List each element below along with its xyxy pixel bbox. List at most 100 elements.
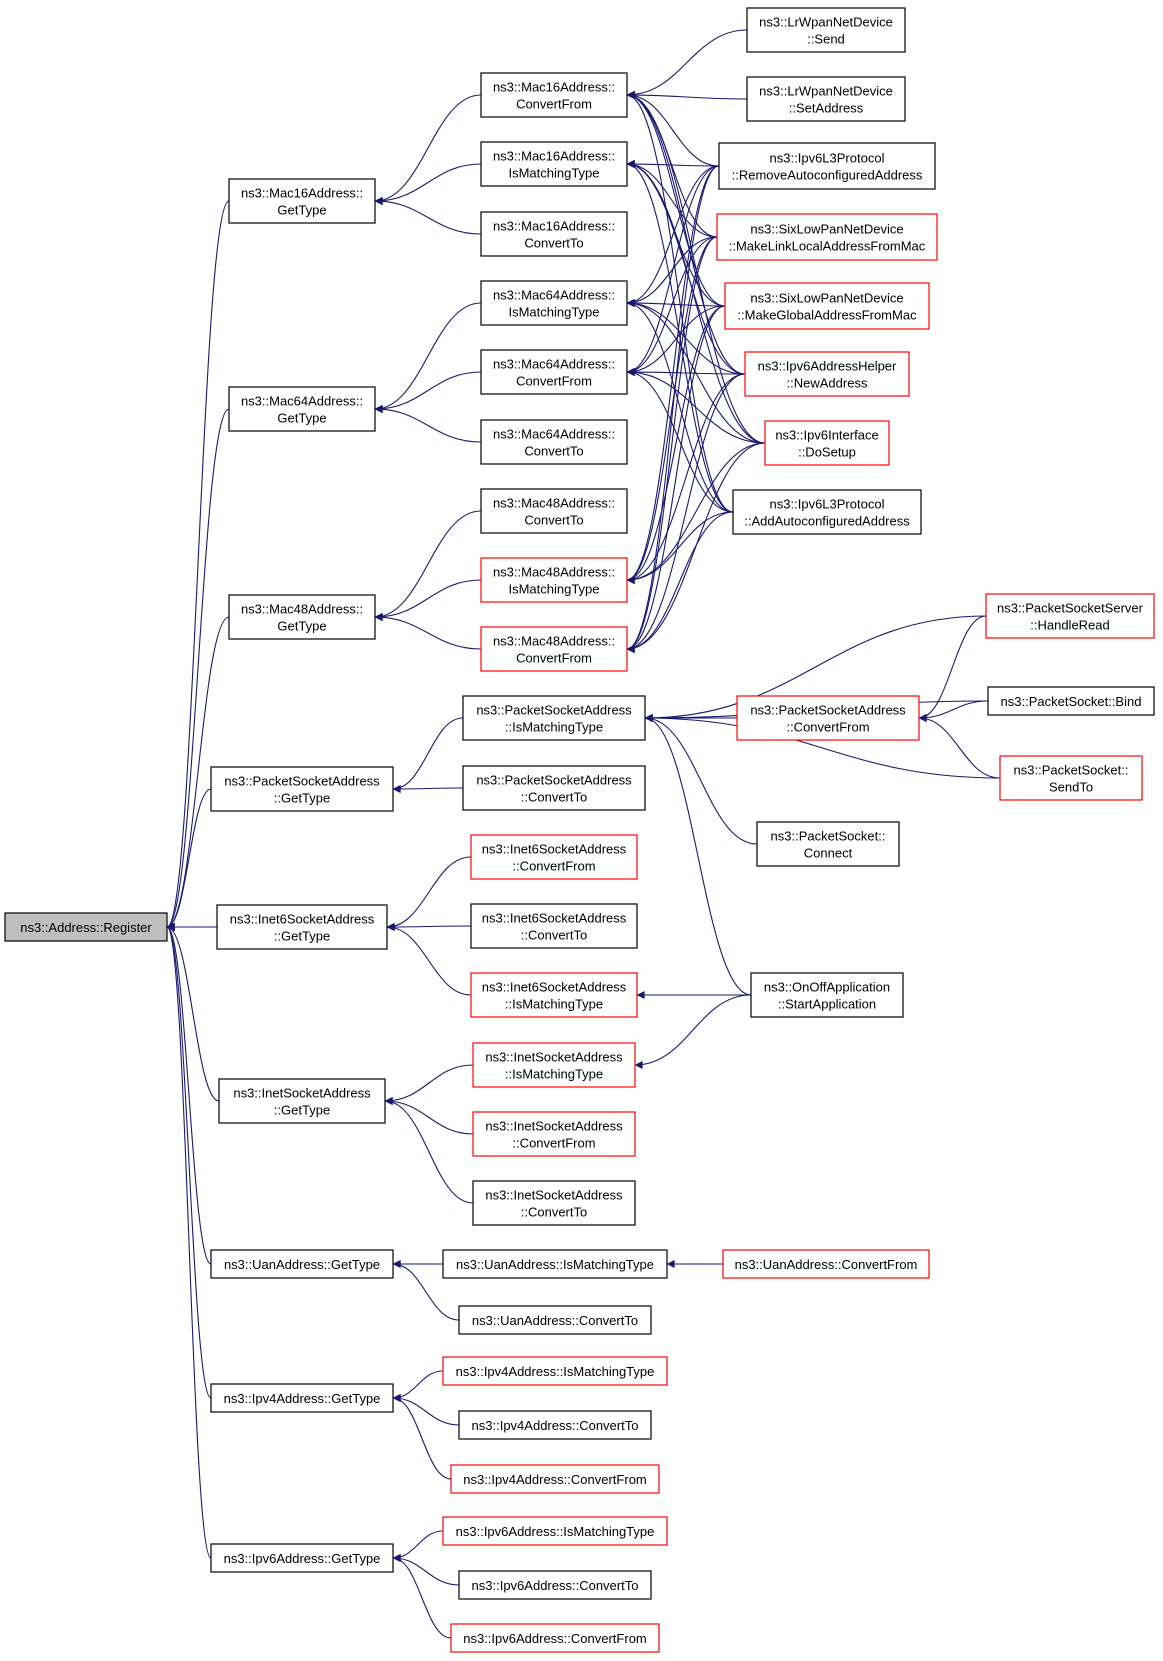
node-inet6-convertto[interactable]: ns3::Inet6SocketAddress::ConvertTo — [470, 903, 638, 949]
node-label: ns3::Ipv6Interface — [775, 428, 878, 443]
node-ps-bind[interactable]: ns3::PacketSocket::Bind — [987, 686, 1155, 716]
edge-ipv4_convertto-to-ipv4_gettype — [392, 1394, 460, 1426]
node-label: ns3::Ipv6L3Protocol — [770, 151, 885, 166]
node-label: ns3::SixLowPanNetDevice — [750, 291, 903, 306]
edge-mac48_convertfrom-to-mac48_gettype — [374, 613, 482, 650]
node-mac48-convertto[interactable]: ns3::Mac48Address::ConvertTo — [480, 488, 628, 534]
node-box — [746, 7, 906, 53]
node-label: ns3::SixLowPanNetDevice — [750, 222, 903, 237]
node-psa-ismatching[interactable]: ns3::PacketSocketAddress::IsMatchingType — [462, 695, 646, 741]
node-ipv6l3-add[interactable]: ns3::Ipv6L3Protocol::AddAutoconfiguredAd… — [732, 489, 922, 535]
node-psa-gettype[interactable]: ns3::PacketSocketAddress::GetType — [210, 766, 394, 812]
node-inet6-gettype[interactable]: ns3::Inet6SocketAddress::GetType — [216, 904, 388, 950]
edge-ipv4_gettype-to-register — [166, 923, 212, 1399]
node-inet6-convertfrom[interactable]: ns3::Inet6SocketAddress::ConvertFrom — [470, 834, 638, 880]
edge-ipv6l3_remove-to-mac64_ismatching — [626, 165, 720, 307]
node-ipv4-gettype[interactable]: ns3::Ipv4Address::GetType — [210, 1383, 394, 1413]
node-ipv6helper-newaddress[interactable]: ns3::Ipv6AddressHelper::NewAddress — [744, 351, 910, 397]
node-mac48-ismatching[interactable]: ns3::Mac48Address::IsMatchingType — [480, 557, 628, 603]
node-ipv6interface-dosetup[interactable]: ns3::Ipv6Interface::DoSetup — [764, 420, 890, 466]
edge-psa_convertto-to-psa_gettype — [392, 784, 464, 793]
node-box — [716, 213, 938, 261]
node-inet-convertto[interactable]: ns3::InetSocketAddress::ConvertTo — [472, 1180, 636, 1226]
node-label: ns3::UanAddress::GetType — [224, 1257, 380, 1272]
node-label: ns3::PacketSocketAddress — [224, 774, 380, 789]
node-label: IsMatchingType — [508, 305, 599, 320]
node-onoff-start[interactable]: ns3::OnOffApplication::StartApplication — [750, 972, 904, 1018]
node-label: ns3::Mac64Address:: — [241, 394, 363, 409]
node-ipv4-ismatching[interactable]: ns3::Ipv4Address::IsMatchingType — [442, 1356, 668, 1386]
edge-sixlowpan_linklocal-to-mac48_convertfrom — [626, 236, 718, 653]
node-inet-convertfrom[interactable]: ns3::InetSocketAddress::ConvertFrom — [472, 1111, 636, 1157]
node-ps-sendto[interactable]: ns3::PacketSocket::SendTo — [999, 755, 1143, 801]
edge-ipv4_ismatching-to-ipv4_gettype — [392, 1370, 444, 1402]
node-sixlowpan-global[interactable]: ns3::SixLowPanNetDevice::MakeGlobalAddre… — [724, 282, 930, 330]
node-ipv6-gettype[interactable]: ns3::Ipv6Address::GetType — [210, 1543, 394, 1573]
node-box — [218, 1078, 386, 1124]
node-sixlowpan-linklocal[interactable]: ns3::SixLowPanNetDevice::MakeLinkLocalAd… — [716, 213, 938, 261]
node-label: ns3::Mac48Address:: — [493, 565, 615, 580]
edge-inet_convertfrom-to-inet_gettype — [384, 1097, 474, 1135]
node-uan-convertfrom[interactable]: ns3::UanAddress::ConvertFrom — [722, 1249, 930, 1279]
node-inet-gettype[interactable]: ns3::InetSocketAddress::GetType — [218, 1078, 386, 1124]
node-mac48-convertfrom[interactable]: ns3::Mac48Address::ConvertFrom — [480, 626, 628, 672]
node-mac48-gettype[interactable]: ns3::Mac48Address::GetType — [228, 594, 376, 640]
edge-ipv6l3_remove-to-mac16_convertfrom — [626, 91, 720, 167]
node-psa-convertto[interactable]: ns3::PacketSocketAddress::ConvertTo — [462, 765, 646, 811]
node-label: ns3::Ipv4Address::ConvertFrom — [463, 1472, 647, 1487]
node-pss-handleread[interactable]: ns3::PacketSocketServer::HandleRead — [985, 593, 1155, 639]
node-inet6-ismatching[interactable]: ns3::Inet6SocketAddress::IsMatchingType — [470, 972, 638, 1018]
edge-ipv4_convertfrom-to-ipv4_gettype — [392, 1394, 452, 1480]
edge-ipv6interface_dosetup-to-mac16_ismatching — [626, 160, 766, 444]
node-label: ns3::Mac16Address:: — [493, 80, 615, 95]
node-inet-ismatching[interactable]: ns3::InetSocketAddress::IsMatchingType — [472, 1042, 636, 1088]
node-label: ns3::Mac16Address:: — [493, 219, 615, 234]
node-register[interactable]: ns3::Address::Register — [4, 912, 168, 942]
node-psa-convertfrom[interactable]: ns3::PacketSocketAddress::ConvertFrom — [736, 695, 920, 741]
node-ipv6-convertto[interactable]: ns3::Ipv6Address::ConvertTo — [458, 1570, 652, 1600]
node-ipv6l3-remove[interactable]: ns3::Ipv6L3Protocol::RemoveAutoconfigure… — [718, 142, 936, 190]
node-box — [987, 686, 1155, 716]
node-label: ConvertTo — [524, 444, 583, 459]
node-uan-ismatching[interactable]: ns3::UanAddress::IsMatchingType — [442, 1249, 668, 1279]
node-lrwpan-setaddress[interactable]: ns3::LrWpanNetDevice::SetAddress — [746, 76, 906, 122]
node-label: ConvertTo — [524, 513, 583, 528]
node-mac16-convertfrom[interactable]: ns3::Mac16Address::ConvertFrom — [480, 72, 628, 118]
node-mac64-ismatching[interactable]: ns3::Mac64Address::IsMatchingType — [480, 280, 628, 326]
node-mac64-gettype[interactable]: ns3::Mac64Address::GetType — [228, 386, 376, 432]
node-label: ns3::Mac16Address:: — [493, 149, 615, 164]
node-box — [985, 593, 1155, 639]
node-ipv6-ismatching[interactable]: ns3::Ipv6Address::IsMatchingType — [442, 1516, 668, 1546]
edge-ipv6helper_newaddress-to-mac48_convertfrom — [626, 373, 746, 653]
edge-sixlowpan_global-to-mac48_ismatching — [626, 305, 726, 584]
node-label: ns3::Ipv6L3Protocol — [770, 497, 885, 512]
node-uan-gettype[interactable]: ns3::UanAddress::GetType — [210, 1249, 394, 1279]
node-box — [480, 211, 628, 257]
node-box — [442, 1516, 668, 1546]
node-ipv4-convertfrom[interactable]: ns3::Ipv4Address::ConvertFrom — [450, 1464, 660, 1494]
node-label: IsMatchingType — [508, 582, 599, 597]
node-ipv6-convertfrom[interactable]: ns3::Ipv6Address::ConvertFrom — [450, 1623, 660, 1653]
node-box — [450, 1464, 660, 1494]
node-ps-connect[interactable]: ns3::PacketSocket::Connect — [756, 821, 900, 867]
node-mac64-convertfrom[interactable]: ns3::Mac64Address::ConvertFrom — [480, 349, 628, 395]
node-label: ns3::PacketSocket:: — [771, 829, 886, 844]
edge-ps_sendto-to-psa_convertfrom — [918, 714, 1001, 779]
node-label: ::ConvertTo — [521, 790, 587, 805]
edges — [166, 29, 1001, 1639]
node-mac16-convertto[interactable]: ns3::Mac16Address::ConvertTo — [480, 211, 628, 257]
node-mac16-ismatching[interactable]: ns3::Mac16Address::IsMatchingType — [480, 141, 628, 187]
edge-ipv6l3_add-to-mac48_convertfrom — [626, 511, 734, 653]
node-uan-convertto[interactable]: ns3::UanAddress::ConvertTo — [458, 1305, 652, 1335]
node-label: ns3::Ipv4Address::ConvertTo — [472, 1418, 639, 1433]
edge-inet_ismatching-to-inet_gettype — [384, 1064, 474, 1105]
edge-ps_sendto-to-psa_ismatching — [644, 714, 1001, 779]
node-box — [744, 351, 910, 397]
edge-pss_handleread-to-psa_convertfrom — [918, 615, 987, 722]
node-lrwpan-send[interactable]: ns3::LrWpanNetDevice::Send — [746, 7, 906, 53]
node-mac16-gettype[interactable]: ns3::Mac16Address::GetType — [228, 178, 376, 224]
node-ipv4-convertto[interactable]: ns3::Ipv4Address::ConvertTo — [458, 1410, 652, 1440]
node-box — [458, 1305, 652, 1335]
node-mac64-convertto[interactable]: ns3::Mac64Address::ConvertTo — [480, 419, 628, 465]
node-label: ns3::Ipv4Address::GetType — [224, 1391, 381, 1406]
